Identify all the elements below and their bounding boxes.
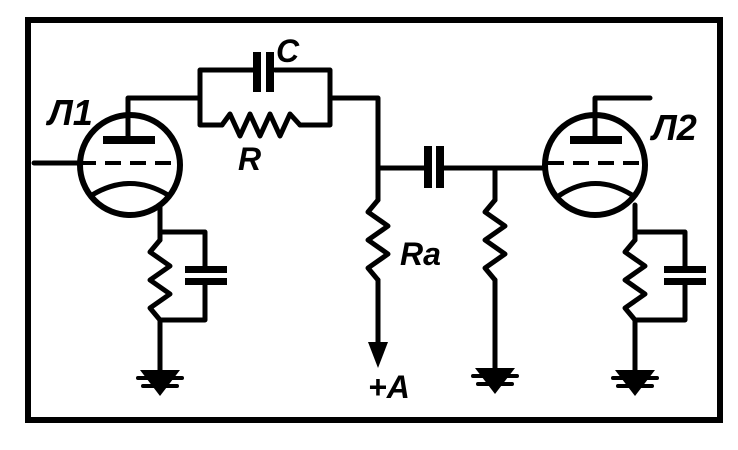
supply-label: +A: [368, 369, 410, 405]
grid-resistor: [482, 165, 508, 371]
frame: [25, 17, 723, 423]
tube-2-label: Л2: [649, 107, 697, 148]
coupling-capacitor: [375, 146, 553, 188]
tube-1-label: Л1: [45, 92, 93, 133]
cathode-circuit-2: [622, 202, 706, 373]
capacitor-c: [242, 52, 274, 92]
resistor-r-label: R: [238, 141, 261, 177]
tube-1-cathode: [89, 181, 171, 198]
tube-2-anode-plate: [570, 136, 622, 144]
anode-resistor-label: Ra: [400, 236, 441, 272]
tube-2-cathode: [557, 181, 635, 198]
cathode-circuit-1: [147, 202, 227, 373]
resistor-r: [219, 111, 303, 139]
supply-arrow: [368, 342, 388, 368]
tube-1-anode-lead: [125, 95, 203, 139]
capacitor-c-label: C: [276, 33, 300, 69]
ground-1: [136, 370, 184, 396]
tube-1-anode-plate: [103, 136, 155, 144]
ground-3: [471, 368, 519, 394]
rc-network: [197, 52, 381, 171]
tube-2-anode-lead: [592, 95, 653, 139]
ground-2: [611, 370, 659, 396]
anode-resistor: [365, 165, 391, 368]
tube-2: [542, 112, 648, 218]
